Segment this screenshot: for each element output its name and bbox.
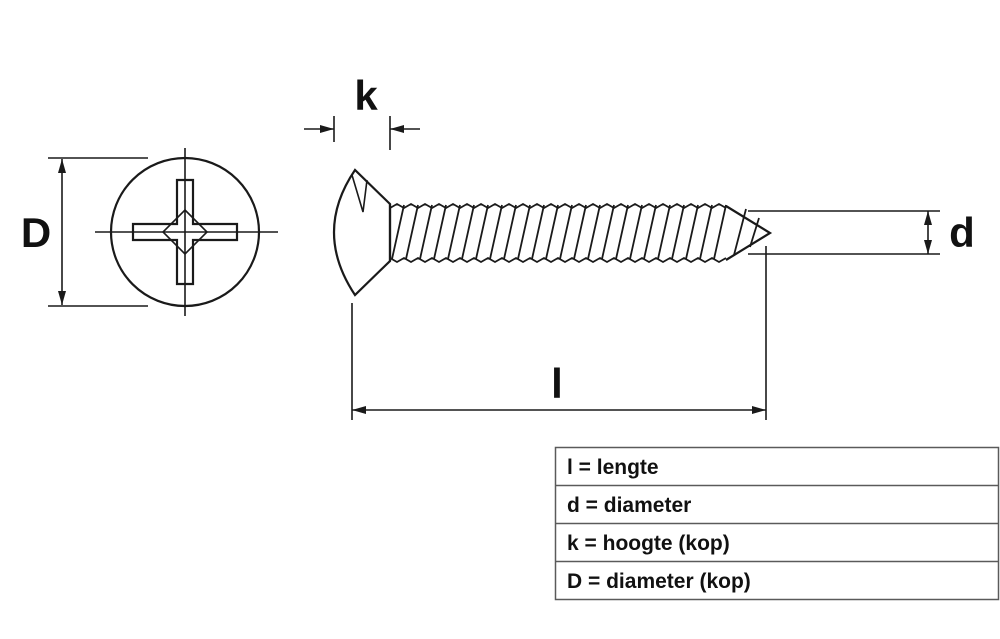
legend-row-d: d = diameter [567,494,691,517]
dimension-k-arrow-right [320,125,334,133]
dimension-d-arrow-down [924,240,932,254]
thread-helix-lines [391,204,727,260]
dimension-D: D [21,157,148,307]
dimension-D-arrow-down [58,291,66,305]
dimension-k-arrow-left [390,125,404,133]
legend-row-D: D = diameter (kop) [567,570,751,593]
screw-side-view [332,168,773,297]
dimension-l-arrow-right [752,406,766,414]
head-side-profile [332,168,392,297]
recess-slot-side [351,174,368,213]
screw-tip [725,205,773,261]
head-circle [109,156,261,308]
dimension-l: l [351,246,767,420]
phillips-cross-icon [131,178,239,286]
dimension-D-arrow-up [58,159,66,173]
dimension-label-k: k [354,72,378,119]
thread-bottom-edge [389,256,727,264]
dimension-label-D: D [21,209,51,256]
phillips-center-square [161,208,209,256]
dimension-d: d [748,209,975,256]
dimension-label-d: d [949,209,975,256]
dimension-k: k [304,72,420,150]
legend-table: l = lengte d = diameter k = hoogte (kop)… [554,446,1000,601]
screw-front-view [95,148,278,316]
dimension-l-arrow-left [352,406,366,414]
dimension-d-arrow-up [924,211,932,225]
dimension-label-l: l [551,360,563,407]
legend-row-l: l = lengte [567,456,659,479]
tip-thread-lines [733,208,760,256]
legend-row-k: k = hoogte (kop) [567,532,730,555]
